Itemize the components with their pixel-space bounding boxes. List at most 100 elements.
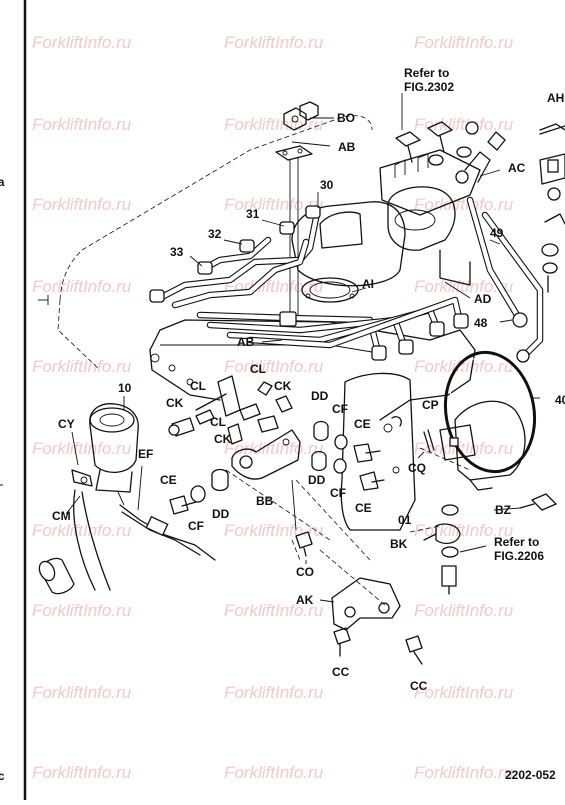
callout-ce-low: CE: [355, 501, 372, 515]
callout-ce: CE: [354, 417, 371, 431]
watermark-text: ForkliftInfo.ru: [224, 33, 324, 52]
callout-01: 01: [398, 513, 412, 527]
engine-outline: [38, 115, 373, 371]
callout-dd: DD: [311, 389, 329, 403]
refer-note-top-line1: Refer to: [404, 66, 449, 80]
callout-ab: AB: [338, 140, 356, 154]
callout-ah: AH: [547, 91, 564, 105]
small-fasteners: [169, 420, 385, 557]
callout-31: 31: [246, 207, 260, 221]
callout-ad: AD: [474, 292, 492, 306]
callout-49: 49: [490, 226, 504, 240]
banjo-bolts: [395, 121, 479, 166]
bracket-ak: [331, 577, 423, 665]
watermark-text: ForkliftInfo.ru: [414, 115, 514, 134]
callout-bz: BZ: [495, 503, 511, 517]
callout-bb: BB: [256, 494, 274, 508]
watermark-text: ForkliftInfo.ru: [224, 195, 324, 214]
callout-48: 48: [474, 316, 488, 330]
callout-40: 40: [555, 393, 565, 407]
callout-dd-mid: DD: [308, 473, 326, 487]
callout-cp: CP: [422, 398, 439, 412]
watermark-text: ForkliftInfo.ru: [414, 439, 514, 458]
callout-cq: CQ: [408, 461, 426, 475]
edge-mark-top: a: [0, 177, 5, 189]
bracket-bb: [231, 429, 301, 531]
watermark-text: ForkliftInfo.ru: [32, 601, 132, 620]
watermark-text: ForkliftInfo.ru: [32, 439, 132, 458]
assembly-lines: [225, 447, 471, 607]
watermark-text: ForkliftInfo.ru: [414, 33, 514, 52]
refer-note-right-line2: FIG.2206: [494, 549, 544, 563]
watermark-text: ForkliftInfo.ru: [32, 763, 132, 782]
bolt-ah: [539, 123, 565, 225]
watermark-text: ForkliftInfo.ru: [224, 357, 324, 376]
watermark-text: ForkliftInfo.ru: [414, 357, 514, 376]
injection-pump: [149, 319, 476, 531]
bracket-ac: [539, 153, 565, 293]
return-pipes: [455, 131, 544, 363]
callout-cl-low: CL: [210, 415, 226, 429]
callout-cl-left: CL: [190, 379, 206, 393]
callout-bk: BK: [390, 537, 408, 551]
callout-cm: CM: [52, 509, 71, 523]
watermark-text: ForkliftInfo.ru: [32, 277, 132, 296]
watermark-text: ForkliftInfo.ru: [224, 683, 324, 702]
fuel-cut-solenoid: [71, 403, 139, 506]
lever-bracket: [168, 375, 293, 445]
callout-30: 30: [320, 178, 334, 192]
watermark-text: ForkliftInfo.ru: [32, 521, 132, 540]
refer-note-right-line1: Refer to: [494, 535, 539, 549]
callout-ak: AK: [296, 593, 314, 607]
callout-ce-left: CE: [160, 473, 177, 487]
callout-cf-mid: CF: [330, 486, 346, 500]
injection-pipes: [149, 205, 469, 361]
watermark-text: ForkliftInfo.ru: [414, 601, 514, 620]
watermark-text: ForkliftInfo.ru: [414, 277, 514, 296]
callout-ck: CK: [274, 379, 292, 393]
callout-10: 10: [118, 381, 132, 395]
edge-mark-bottom: c: [0, 771, 5, 783]
callout-bo: BO: [337, 111, 355, 125]
callout-cl: CL: [250, 362, 266, 376]
fuel-filter: [379, 149, 481, 286]
callout-cc-right: CC: [410, 679, 428, 693]
watermark-text: ForkliftInfo.ru: [224, 521, 324, 540]
pump-fittings: [423, 493, 557, 595]
bracket-ab: [275, 145, 313, 320]
callout-cf: CF: [332, 402, 348, 416]
callout-dd-left: DD: [212, 507, 230, 521]
refer-note-top-line2: FIG.2302: [404, 80, 454, 94]
callout-ac: AC: [508, 161, 526, 175]
watermark-text: ForkliftInfo.ru: [32, 357, 132, 376]
o-ring: [443, 350, 537, 474]
control-cable: [38, 489, 216, 595]
timer-cover: [439, 400, 526, 491]
watermark-text: ForkliftInfo.ru: [414, 195, 514, 214]
callout-cc-left: CC: [332, 665, 350, 679]
callout-ef: EF: [138, 447, 153, 461]
watermark-text: ForkliftInfo.ru: [414, 763, 514, 782]
callout-ai: AI: [362, 277, 374, 291]
callout-ck-left: CK: [166, 396, 184, 410]
watermark-text: ForkliftInfo.ru: [224, 601, 324, 620]
watermark-text: ForkliftInfo.ru: [32, 33, 132, 52]
figure-number: 2202-052: [505, 768, 556, 782]
cotter-pin: [391, 416, 435, 453]
callout-labels: BO AB AH AC 30 31 32 33 49 AI AD 48 AB C…: [52, 91, 565, 693]
callout-ab-mid: AB: [237, 335, 255, 349]
watermark-text: ForkliftInfo.ru: [224, 763, 324, 782]
callout-33: 33: [170, 245, 184, 259]
bolt-bo: [283, 101, 319, 131]
leader-lines: [65, 93, 540, 603]
callout-cf-left: CF: [188, 519, 204, 533]
watermark-text: ForkliftInfo.ru: [32, 115, 132, 134]
watermark-layer: ForkliftInfo.ru ForkliftInfo.ru Forklift…: [32, 33, 514, 782]
watermark-text: ForkliftInfo.ru: [414, 521, 514, 540]
watermark-text: ForkliftInfo.ru: [414, 683, 514, 702]
watermark-text: ForkliftInfo.ru: [32, 683, 132, 702]
callout-co: CO: [296, 565, 314, 579]
callout-cy: CY: [58, 417, 75, 431]
watermark-text: ForkliftInfo.ru: [224, 115, 324, 134]
